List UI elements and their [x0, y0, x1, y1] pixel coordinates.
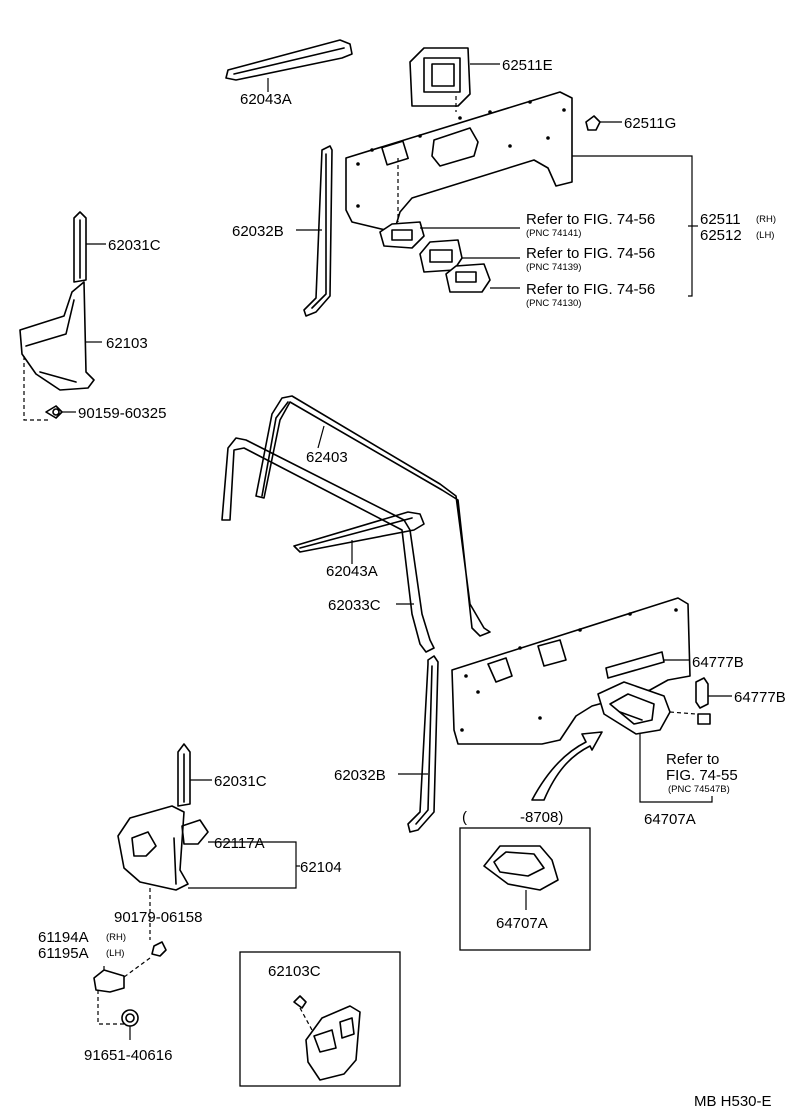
weatherstrip-62031c-bot[interactable]: [177, 743, 191, 807]
ref3-main: Refer to FIG. 74-56: [526, 281, 655, 298]
label-62403: 62403: [306, 449, 348, 466]
inset-trim-62103c[interactable]: [305, 1005, 361, 1081]
label-90179-06158: 90179-06158: [114, 909, 202, 926]
weatherstrip-62043a-mid[interactable]: [293, 511, 425, 553]
handle-64707a[interactable]: [597, 681, 671, 735]
label-62103: 62103: [106, 335, 148, 352]
clip-74547b[interactable]: [697, 713, 711, 725]
ref1-pnc: (PNC 74141): [526, 228, 581, 239]
ref4-pnc: (PNC 74547B): [668, 784, 730, 795]
dash-61194a: [119, 957, 151, 981]
bracket-64707a: [639, 734, 713, 803]
inset-range: -8708): [520, 809, 563, 826]
inset-62103c: [239, 951, 401, 1087]
leader-62403: [317, 425, 325, 449]
label-62117a: 62117A: [214, 835, 265, 852]
handle-74139[interactable]: [419, 239, 463, 273]
ref4-line1: Refer to: [666, 751, 719, 768]
inset-dash-62103c: [299, 1007, 313, 1031]
label-62104: 62104: [300, 859, 342, 876]
label-64777b-a: 64777B: [692, 654, 744, 671]
handle-bezel-74141[interactable]: [379, 221, 425, 249]
label-64777b-b: 64777B: [734, 689, 786, 706]
dash-90159: [23, 356, 48, 421]
trim-62104[interactable]: [117, 805, 209, 891]
footer-code: MB H530-E: [694, 1093, 772, 1110]
label-64707a: 64707A: [644, 811, 696, 828]
label-62511e: 62511E: [502, 57, 553, 74]
label-61195a-side: (LH): [106, 948, 124, 959]
ref1-main: Refer to FIG. 74-56: [526, 211, 655, 228]
clip-62511g[interactable]: [585, 115, 601, 131]
label-62043a-mid: 62043A: [326, 563, 378, 580]
trim-panel-upper[interactable]: [345, 91, 573, 233]
bracket-62104: [188, 841, 297, 889]
label-91651-40616: 91651-40616: [84, 1047, 172, 1064]
cap-62511e[interactable]: [409, 47, 471, 107]
weatherstrip-62043a-top[interactable]: [225, 39, 353, 81]
plug-91651-40616[interactable]: [121, 1009, 139, 1027]
handle-74130[interactable]: [445, 263, 491, 293]
trim-panel-lower[interactable]: [451, 597, 691, 745]
inset-clip-62103c[interactable]: [293, 995, 307, 1009]
trim-62103[interactable]: [19, 281, 95, 391]
screw-90159-60325[interactable]: [45, 405, 63, 419]
label-62031c-top: 62031C: [108, 237, 161, 254]
label-62032b-top: 62032B: [232, 223, 284, 240]
inset-label-64707a: 64707A: [496, 915, 548, 932]
weatherstrip-62032b-top[interactable]: [303, 145, 333, 317]
ref2-main: Refer to FIG. 74-56: [526, 245, 655, 262]
clip-90179-06158[interactable]: [151, 941, 167, 957]
label-62511g: 62511G: [624, 115, 676, 132]
ref4-line2: FIG. 74-55: [666, 767, 738, 784]
inset-label-62103c: 62103C: [268, 963, 321, 980]
inset-64707a: [459, 827, 591, 951]
label-61194a-side: (RH): [106, 932, 126, 943]
label-62033c: 62033C: [328, 597, 381, 614]
ref3-pnc: (PNC 74130): [526, 298, 581, 309]
inset-handle-64707a[interactable]: [483, 845, 559, 891]
label-62512-side: (LH): [756, 230, 774, 241]
dash-91651: [97, 990, 124, 1025]
label-61194a: 61194A: [38, 929, 89, 946]
label-90159-60325: 90159-60325: [78, 405, 166, 422]
dash-74547b: [669, 711, 697, 715]
label-62512: 62512: [700, 227, 742, 244]
label-62511-side: (RH): [756, 214, 776, 225]
inset-range-open: (: [462, 809, 467, 826]
arrow-inset: [531, 731, 603, 801]
seal-62403[interactable]: [221, 395, 491, 653]
label-62043a-top: 62043A: [240, 91, 292, 108]
label-62032b-bot: 62032B: [334, 767, 386, 784]
label-62511: 62511: [700, 211, 741, 228]
weatherstrip-62032b-bot[interactable]: [407, 655, 439, 833]
cover-64777b[interactable]: [695, 677, 709, 709]
bracket-61194a[interactable]: [93, 969, 125, 993]
label-62031c-bot: 62031C: [214, 773, 267, 790]
label-61195a: 61195A: [38, 945, 89, 962]
ref2-pnc: (PNC 74139): [526, 262, 581, 273]
weatherstrip-62031c-top[interactable]: [73, 211, 87, 283]
